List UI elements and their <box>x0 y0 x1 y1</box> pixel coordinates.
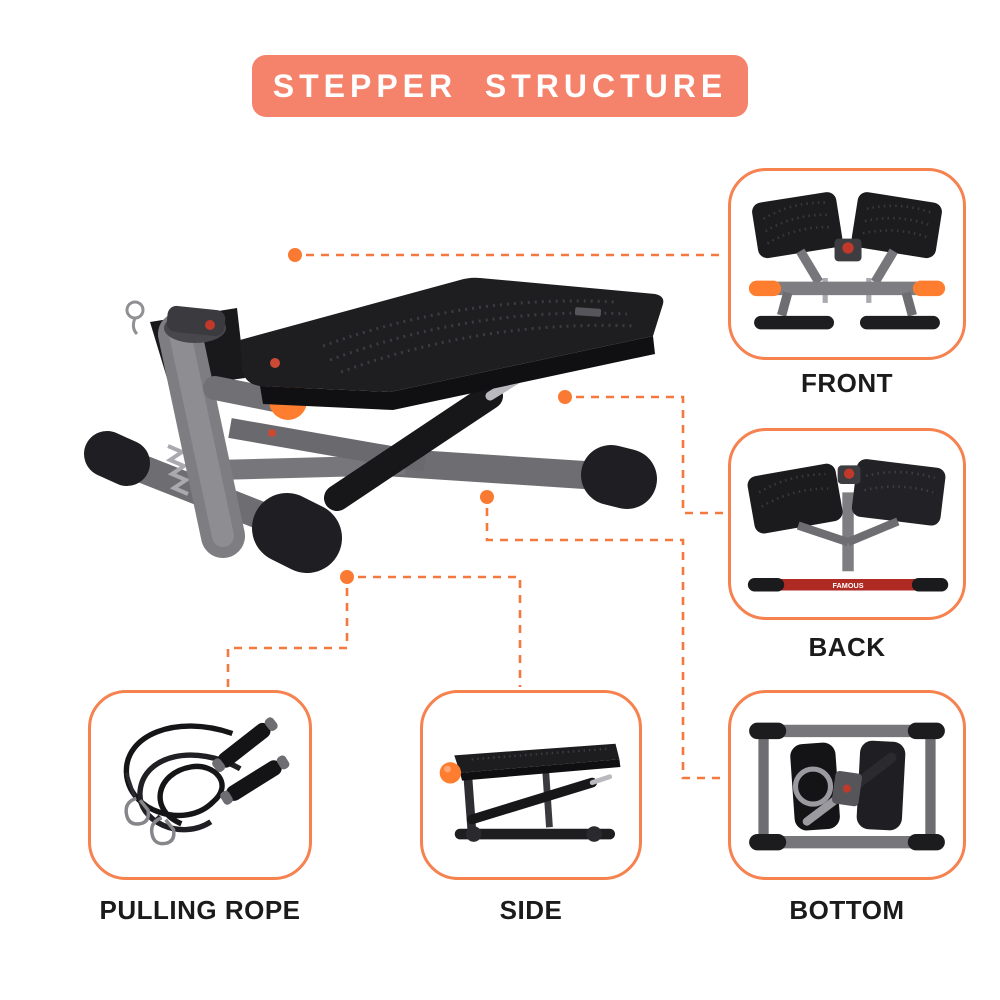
callout-dot-front <box>288 248 302 262</box>
side-view-card <box>420 690 642 880</box>
bottom-view-card <box>728 690 966 880</box>
front-view-label: FRONT <box>800 368 894 398</box>
counter-display <box>843 468 855 479</box>
rope-handle <box>220 755 290 805</box>
pulling-rope-illustration <box>123 717 290 846</box>
title-banner: STEPPER STRUCTURE <box>252 55 748 117</box>
stepper-main-illustration <box>84 277 664 573</box>
front-view-illustration <box>748 192 946 330</box>
leader-line-bottom <box>485 508 723 780</box>
back-view-label: BACK <box>808 632 886 662</box>
callout-dot-back <box>558 390 572 404</box>
side-view-illustration <box>439 743 621 842</box>
carabiner-hook-icon <box>124 796 176 846</box>
leader-line-side <box>358 575 522 687</box>
front-view-card <box>728 168 966 360</box>
callout-dot-side-rope <box>340 570 354 584</box>
counter-display <box>842 242 854 254</box>
back-view-illustration: FAMOUS <box>747 459 949 592</box>
stepper-main-pedal <box>240 277 664 437</box>
bottom-view-illustration <box>749 722 945 851</box>
bottom-view-label: BOTTOM <box>789 895 905 925</box>
leader-line-back <box>576 395 723 515</box>
orange-knob <box>439 762 462 784</box>
pulling-rope-view-label: PULLING ROPE <box>99 895 301 925</box>
stepper-column <box>158 305 245 558</box>
page-title: STEPPER STRUCTURE <box>272 67 728 104</box>
counter-display <box>205 320 215 330</box>
back-view-card: FAMOUS <box>728 428 966 620</box>
rope-handle <box>212 717 278 773</box>
callout-dot-bottom <box>480 490 494 504</box>
brand-text: FAMOUS <box>833 581 864 590</box>
pulling-rope-card <box>88 690 312 880</box>
leader-line-pulling-rope <box>226 588 349 687</box>
side-view-label: SIDE <box>499 895 563 925</box>
